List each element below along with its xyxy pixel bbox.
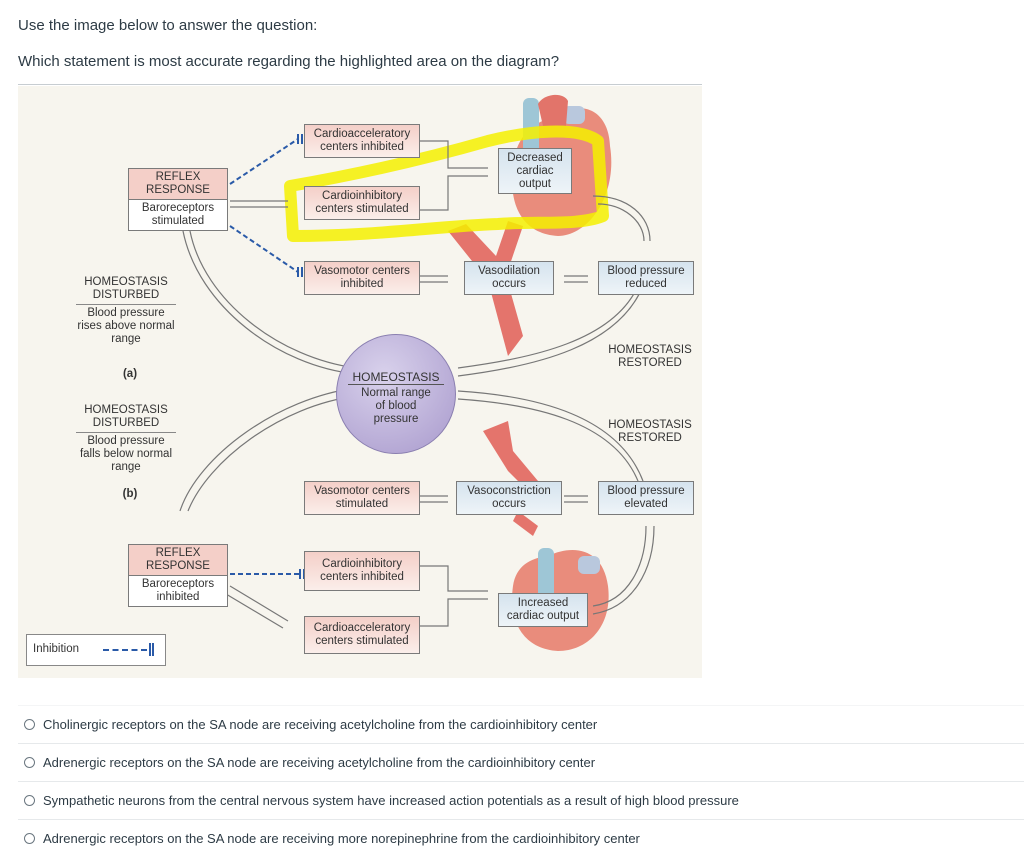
question-intro: Use the image below to answer the questi… <box>18 17 318 34</box>
bp-elevated-box: Blood pressure elevated <box>598 481 694 515</box>
inhibition-dash-icon <box>103 649 147 651</box>
answer-option[interactable]: Adrenergic receptors on the SA node are … <box>18 819 1024 857</box>
answer-option[interactable]: Adrenergic receptors on the SA node are … <box>18 743 1024 781</box>
panel-label-b: (b) <box>122 488 138 500</box>
blood-vessel-top <box>448 221 523 356</box>
bp-reduced-box: Blood pressure reduced <box>598 261 694 295</box>
vasoconstriction-box: Vasoconstriction occurs <box>456 481 562 515</box>
option-label[interactable]: Adrenergic receptors on the SA node are … <box>43 755 596 770</box>
panel-label-a: (a) <box>122 368 138 380</box>
answer-options: Cholinergic receptors on the SA node are… <box>18 705 1024 857</box>
reflex-sub: Baroreceptors inhibited <box>129 576 227 606</box>
answer-option[interactable]: Sympathetic neurons from the central ner… <box>18 781 1024 819</box>
flow-arrows <box>179 140 655 629</box>
inhibition-lines <box>229 138 300 575</box>
divider <box>18 84 702 85</box>
reflex-title: REFLEX RESPONSE <box>129 545 227 576</box>
homeostasis-circle: HOMEOSTASIS Normal range of blood pressu… <box>336 334 456 454</box>
cardioacceleratory-inhibited-box: Cardioacceleratory centers inhibited <box>304 124 420 158</box>
blood-vessel-bottom <box>483 421 538 536</box>
cardioinhibitory-stimulated-box: Cardioinhibitory centers stimulated <box>304 186 420 220</box>
radio-button[interactable] <box>24 757 35 768</box>
inhibition-bar-icon <box>149 643 154 656</box>
decreased-cardiac-output-box: Decreased cardiac output <box>498 148 572 194</box>
radio-button[interactable] <box>24 833 35 844</box>
reflex-response-top: REFLEX RESPONSE Baroreceptors stimulated <box>128 168 228 231</box>
radio-button[interactable] <box>24 719 35 730</box>
option-label[interactable]: Sympathetic neurons from the central ner… <box>43 793 739 808</box>
cardioinhibitory-inhibited-box: Cardioinhibitory centers inhibited <box>304 551 420 591</box>
cardioacceleratory-stimulated-box: Cardioacceleratory centers stimulated <box>304 616 420 654</box>
reflex-sub: Baroreceptors stimulated <box>129 200 227 230</box>
reflex-response-bottom: REFLEX RESPONSE Baroreceptors inhibited <box>128 544 228 607</box>
answer-option[interactable]: Cholinergic receptors on the SA node are… <box>18 705 1024 743</box>
baroreceptor-reflex-diagram: REFLEX RESPONSE Baroreceptors stimulated… <box>18 86 702 678</box>
vasodilation-box: Vasodilation occurs <box>464 261 554 295</box>
reflex-title: REFLEX RESPONSE <box>129 169 227 200</box>
homeostasis-disturbed-bottom: HOMEOSTASIS DISTURBED Blood pressure fal… <box>76 404 176 474</box>
vasomotor-inhibited-box: Vasomotor centers inhibited <box>304 261 420 295</box>
option-label[interactable]: Cholinergic receptors on the SA node are… <box>43 717 598 732</box>
increased-cardiac-output-box: Increased cardiac output <box>498 593 588 627</box>
legend-label: Inhibition <box>33 643 80 655</box>
vasomotor-stimulated-box: Vasomotor centers stimulated <box>304 481 420 515</box>
legend: Inhibition <box>26 634 166 666</box>
homeostasis-restored-top: HOMEOSTASIS RESTORED <box>608 344 692 369</box>
question-prompt: Which statement is most accurate regardi… <box>18 53 560 70</box>
radio-button[interactable] <box>24 795 35 806</box>
homeostasis-disturbed-top: HOMEOSTASIS DISTURBED Blood pressure ris… <box>76 276 176 345</box>
homeostasis-restored-bottom: HOMEOSTASIS RESTORED <box>608 419 692 444</box>
option-label[interactable]: Adrenergic receptors on the SA node are … <box>43 831 640 846</box>
highlight-region <box>284 125 609 242</box>
